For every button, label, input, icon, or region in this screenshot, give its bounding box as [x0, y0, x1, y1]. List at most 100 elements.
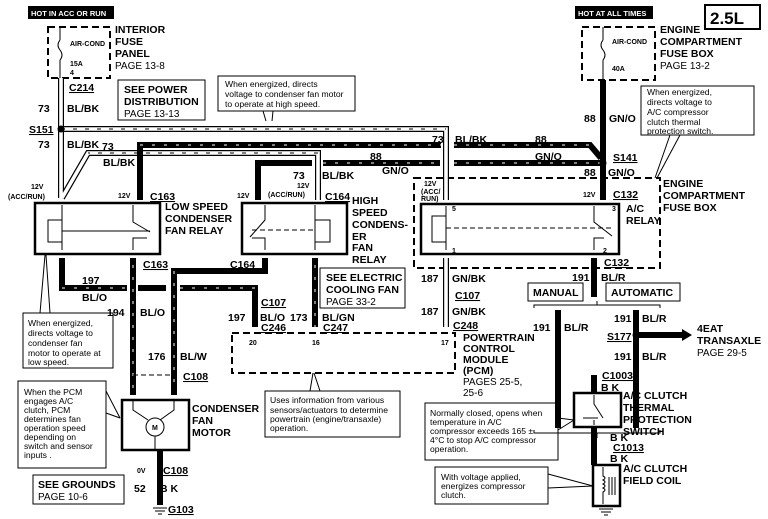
pcm-title: (PCM) — [463, 365, 493, 377]
thermal-protection-switch — [572, 391, 623, 429]
callout-text: operation. — [270, 423, 308, 433]
wire-color: BL/BK — [67, 103, 99, 115]
connector-c248: C248 — [453, 320, 478, 332]
wire-color: BL/BK — [322, 170, 354, 182]
hot-acc-run-label: HOT IN ACC OR RUN — [31, 9, 106, 18]
callout-pcm-info — [264, 390, 401, 438]
wire-thick — [59, 80, 639, 505]
see-electric-page: PAGE 33-2 — [326, 297, 376, 308]
callout-text: A/C compressor — [647, 107, 709, 117]
thermal-switch-title: A/C CLUTCH — [623, 390, 687, 402]
wire-color: GN/O — [609, 113, 636, 125]
wire-number: 88 — [370, 151, 382, 163]
fuse-name: AIR-COND — [70, 41, 105, 48]
splice-s151: S151 — [29, 124, 54, 136]
wire-number: 173 — [290, 312, 308, 324]
callout-text: 4°C to stop A/C compressor — [430, 435, 536, 445]
see-grounds-page: PAGE 10-6 — [38, 492, 88, 503]
callout-text: engages A/C — [24, 396, 73, 406]
wire-number: 191 — [614, 351, 632, 363]
wire-color: BL/GN — [322, 312, 355, 324]
pin-number: 3 — [612, 206, 616, 213]
connector-c163: C163 — [143, 259, 168, 271]
wire-number: 176 — [148, 351, 166, 363]
callout-ac-relay — [640, 85, 755, 136]
wire-color: BL/R — [642, 313, 667, 325]
callout-pcm-info-leader — [309, 372, 321, 392]
wire-number: 191 — [533, 322, 551, 334]
pin-number: 5 — [452, 206, 456, 213]
connector-c164: C164 — [325, 191, 350, 203]
transmission-brackets — [533, 301, 661, 438]
connector-c108: C108 — [183, 371, 208, 383]
wire-color: BL/O — [82, 292, 107, 304]
see-power-page: PAGE 13-13 — [124, 109, 180, 120]
wire-color: BL/BK — [103, 157, 135, 169]
see-grounds-text: SEE GROUNDS — [38, 479, 116, 491]
callout-text: sensors/actuators to determine — [270, 405, 388, 415]
voltage-label: (ACC/ — [421, 189, 440, 196]
callout-text: When energized, directs — [225, 79, 318, 89]
wire-color: BL/O — [140, 307, 165, 319]
ac-relay-title: A/C — [626, 203, 645, 215]
engine-label: 2.5L — [710, 9, 744, 28]
callout-text: Uses information from various — [270, 395, 384, 405]
wire-number: 187 — [421, 306, 439, 318]
connector-c132: C132 — [604, 257, 629, 269]
wire-color: BL/R — [601, 272, 626, 284]
voltage-label: 0V — [137, 468, 146, 475]
callout-text: clutch. — [441, 490, 466, 500]
callout-text: voltage to condenser fan motor — [225, 89, 344, 99]
connector-c214: C214 — [69, 82, 94, 94]
ifp-page: PAGE 13-8 — [115, 61, 165, 72]
pin-number: 1 — [452, 248, 456, 255]
wire-73-double — [58, 78, 449, 327]
callout-text: clutch, PCM — [24, 405, 70, 415]
splice-s177-dot — [632, 331, 640, 339]
callout-thermal — [424, 402, 559, 461]
callout-text: condenser fan — [28, 338, 83, 348]
pin-number: 20 — [249, 340, 257, 347]
efb-title: ENGINE — [663, 178, 703, 190]
wire-color: BL/O — [260, 312, 285, 324]
callout-pcm-engage-leader — [105, 390, 121, 419]
connector-c164: C164 — [230, 259, 255, 271]
see-electric-box — [319, 267, 406, 309]
wire-color: GN/O — [382, 165, 409, 177]
callout-high-speed — [217, 75, 356, 112]
callout-coil-leader — [547, 473, 594, 489]
connector-c108: C108 — [163, 465, 188, 477]
callout-pcm-engage — [17, 380, 107, 469]
wire-number: 191 — [614, 313, 632, 325]
wire-color: BL/BK — [455, 134, 487, 146]
wire-number: 88 — [535, 134, 547, 146]
voltage-label: 12V — [118, 193, 131, 200]
connector-c132: C132 — [613, 189, 638, 201]
wire-color: GN/O — [608, 167, 635, 179]
efb-title: COMPARTMENT — [660, 36, 743, 48]
wire-number: 52 — [134, 483, 146, 495]
high-relay-title: FAN — [352, 242, 373, 254]
high-speed-relay — [240, 201, 349, 256]
connector-c246: C246 — [261, 322, 286, 334]
low-relay-title: FAN RELAY — [165, 225, 224, 237]
efb-title: ENGINE — [660, 24, 700, 36]
wire-color: BL/BK — [67, 139, 99, 151]
callout-high-speed-leader — [262, 110, 274, 122]
callout-text: operation. — [430, 444, 468, 454]
callout-text: switch and sensor — [24, 441, 93, 451]
callout-text: When energized, — [647, 87, 712, 97]
pcm-title: CONTROL — [463, 343, 515, 355]
hot-all-times-label: HOT AT ALL TIMES — [578, 9, 646, 18]
voltage-label: 12V — [237, 193, 250, 200]
voltage-label: 12V — [297, 183, 310, 190]
efb-page: PAGE 13-2 — [660, 61, 710, 72]
connector-c1013: C1013 — [613, 442, 644, 454]
engine-fuse-box-top — [581, 26, 656, 81]
see-electric-text: SEE ELECTRIC — [326, 272, 403, 284]
thermal-switch-title: THERMAL — [623, 402, 675, 414]
connector-c163: C163 — [150, 191, 175, 203]
pin-number: 2 — [603, 248, 607, 255]
motor-title: FAN — [192, 415, 213, 427]
